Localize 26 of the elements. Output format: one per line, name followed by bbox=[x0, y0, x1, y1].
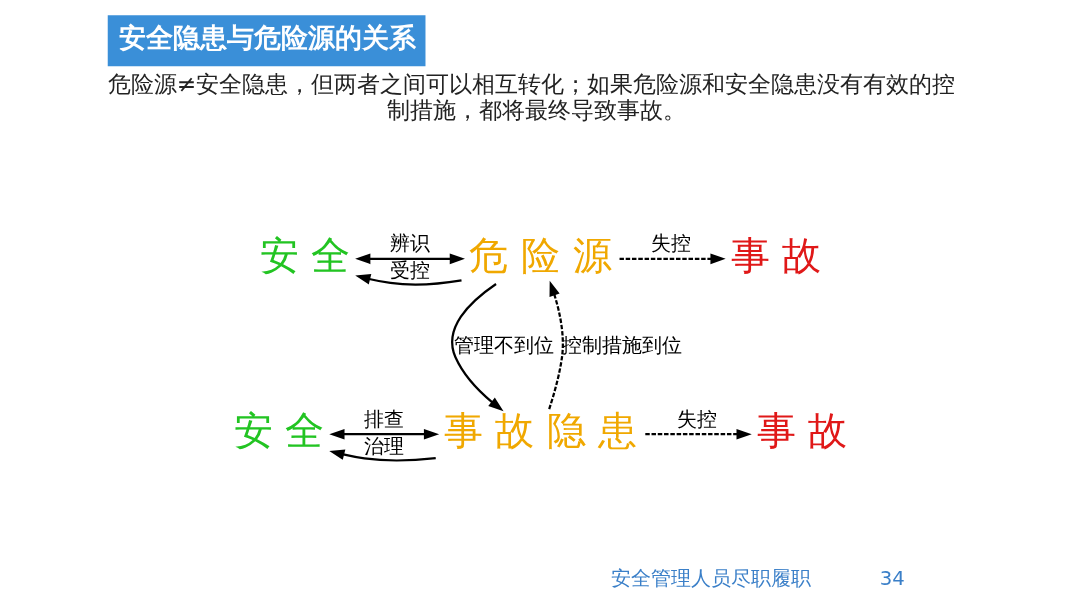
diagram-title: 安全隐患与危险源的关系 bbox=[118, 22, 416, 54]
node-text: 事 故 隐 患 bbox=[443, 407, 637, 454]
edge-label: 排查 bbox=[363, 407, 404, 431]
label: 34 bbox=[879, 567, 905, 591]
node-text: 事 故 bbox=[730, 231, 821, 278]
node-text: 安 全 bbox=[233, 407, 324, 454]
edge-label: 失控 bbox=[676, 407, 717, 431]
node-text: 安 全 bbox=[259, 231, 350, 278]
edge-label: 失控 bbox=[650, 232, 691, 256]
arrow bbox=[354, 274, 462, 286]
arrow bbox=[450, 283, 504, 412]
label: 危险源≠安全隐患，但两者之间可以相互转化；如果危险源和安全隐患没有有效的控制措施，都将最终导致事故。 bbox=[107, 70, 955, 124]
arrow bbox=[354, 253, 465, 265]
edge-label: 控制措施到位 bbox=[561, 333, 681, 357]
edge-label: 治理 bbox=[363, 434, 404, 458]
edge-label: 辨识 bbox=[389, 232, 430, 256]
arrow bbox=[644, 428, 752, 440]
edge-label: 受控 bbox=[389, 259, 430, 283]
arrow bbox=[547, 280, 564, 410]
label: 安全管理人员尽职履职 bbox=[610, 567, 811, 591]
node-text: 事 故 bbox=[756, 407, 847, 454]
arrow bbox=[328, 449, 436, 462]
node-text: 危 险 源 bbox=[468, 231, 612, 278]
arrow bbox=[619, 253, 726, 265]
edge-label: 管理不到位 bbox=[453, 333, 554, 357]
arrow bbox=[328, 428, 439, 440]
